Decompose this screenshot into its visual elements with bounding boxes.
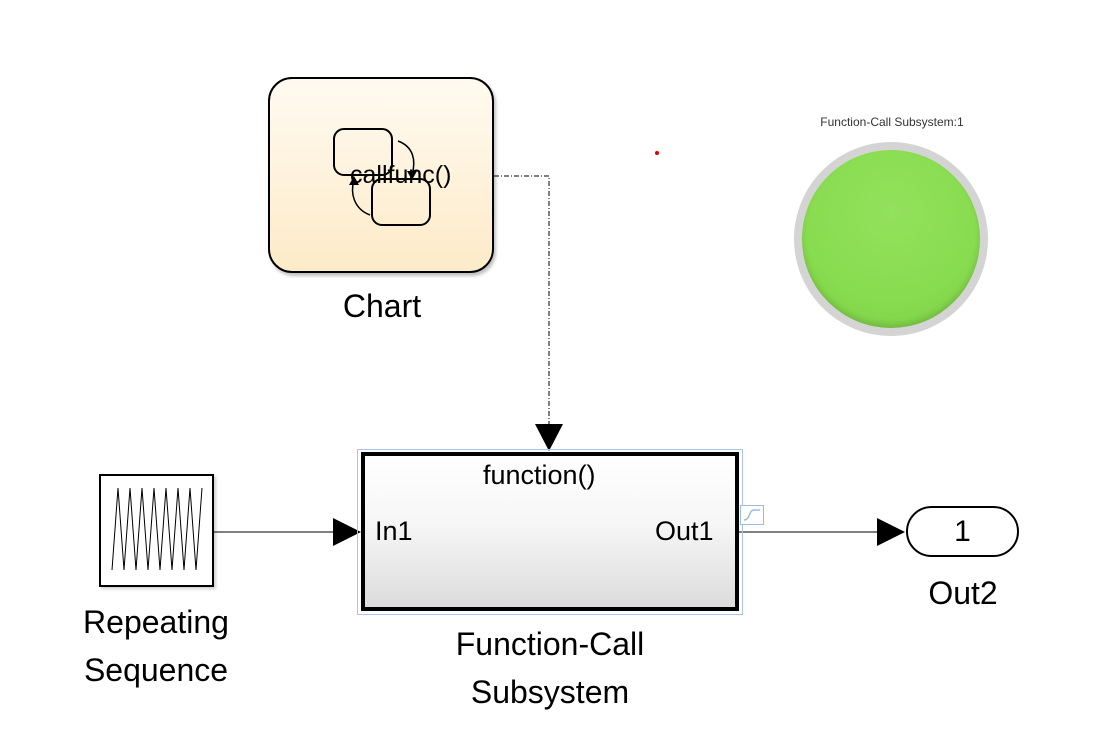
outport-block[interactable]: 1 xyxy=(906,506,1019,557)
chart-label: Chart xyxy=(342,288,422,324)
subsystem-selection-halo xyxy=(357,449,743,615)
lamp-title: Function-Call Subsystem:1 xyxy=(820,115,964,129)
stateflow-chart-icon xyxy=(333,128,431,226)
trigger-port-label: function() xyxy=(483,460,596,490)
lamp-face xyxy=(802,150,980,328)
in1-port-label: In1 xyxy=(375,516,413,546)
in1-arrowhead xyxy=(333,518,361,546)
marker-dot xyxy=(655,151,659,155)
chart-block[interactable]: callfunc() xyxy=(268,77,494,273)
function-call-line[interactable] xyxy=(494,175,550,424)
out2-arrowhead xyxy=(877,518,905,546)
subsystem-label-line1: Function-Call xyxy=(455,626,645,662)
out1-port-label: Out1 xyxy=(655,516,714,546)
repeating-sequence-block[interactable] xyxy=(99,474,214,587)
subsystem-label-line2: Subsystem xyxy=(470,674,630,710)
repeating-sequence-label-line2: Sequence xyxy=(83,652,229,688)
repeating-sequence-label-line1: Repeating xyxy=(83,604,229,640)
function-call-subsystem-block[interactable]: function() In1 Out1 xyxy=(361,452,739,611)
sawtooth-icon xyxy=(111,487,203,571)
outport-label: Out2 xyxy=(928,575,998,611)
chart-output-port-label: callfunc() xyxy=(350,161,452,189)
trigger-arrowhead xyxy=(535,424,563,451)
signal-badge-icon[interactable] xyxy=(740,505,764,525)
